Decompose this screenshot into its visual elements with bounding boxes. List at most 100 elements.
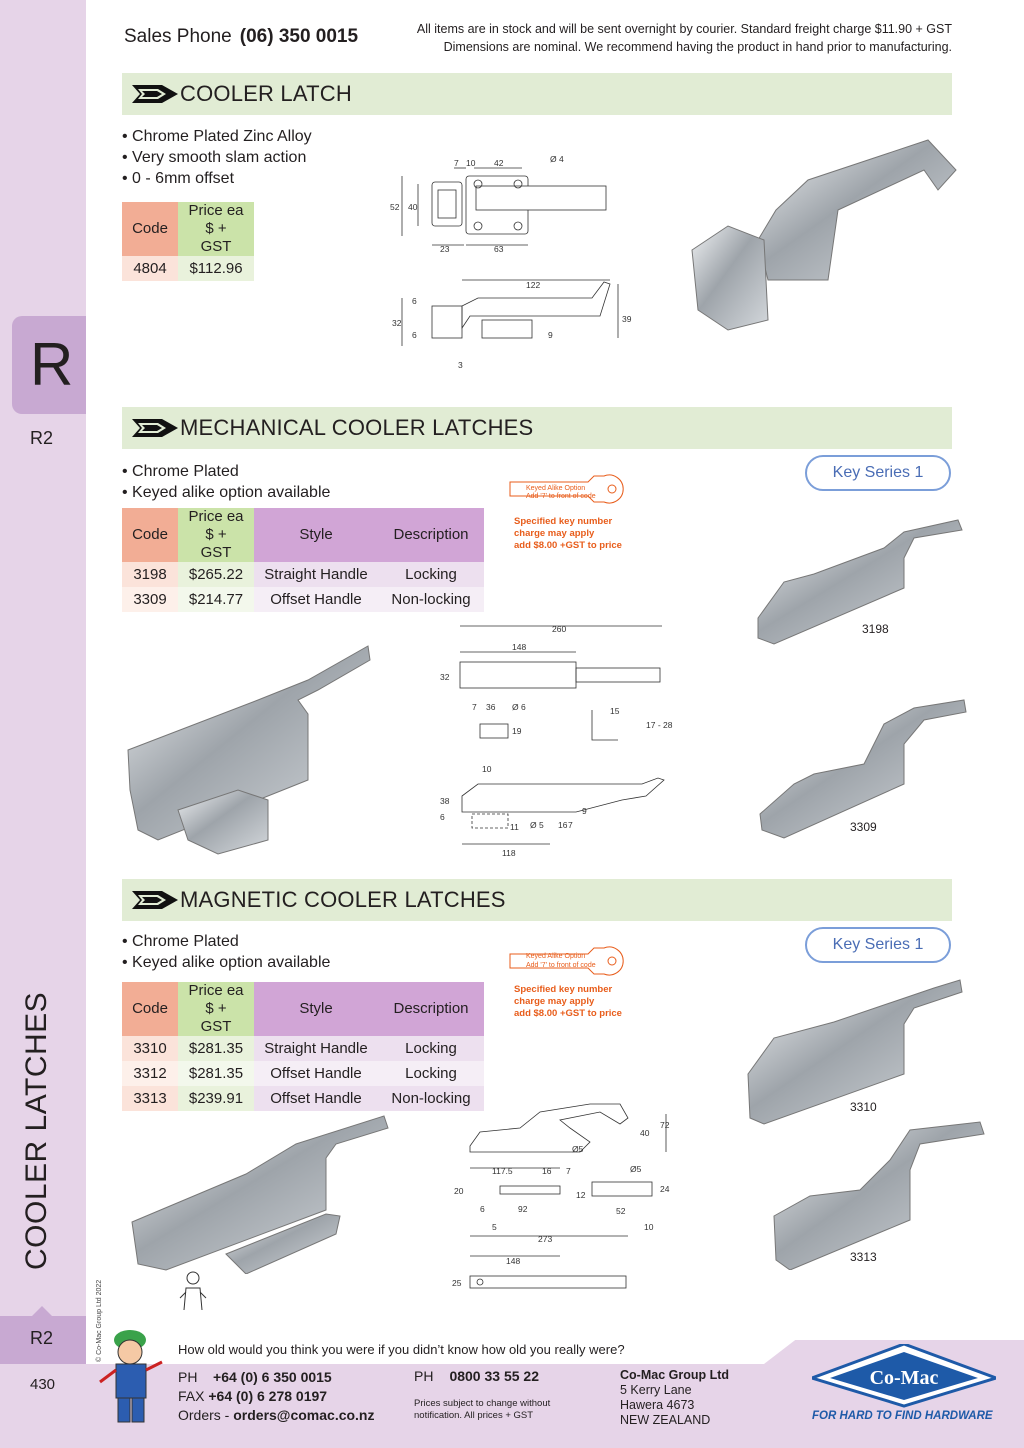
col-description: Description bbox=[378, 982, 484, 1036]
section-title: MAGNETIC COOLER LATCHES bbox=[180, 887, 506, 912]
fax-number: +64 (0) 6 278 0197 bbox=[208, 1388, 328, 1404]
table-row: 3198 $265.22 Straight Handle Locking bbox=[122, 562, 484, 587]
dim-label: 38 bbox=[440, 796, 450, 806]
freephone-number[interactable]: 0800 33 55 22 bbox=[449, 1368, 539, 1384]
dim-label: 273 bbox=[538, 1234, 552, 1244]
key-series-button[interactable]: Key Series 1 bbox=[805, 927, 951, 963]
dim-label: Ø5 bbox=[572, 1144, 584, 1154]
dim-label: Ø 5 bbox=[530, 820, 544, 830]
category-title: COOLER LATCHES bbox=[20, 991, 53, 1270]
section-header-mechanical: MECHANICAL COOLER LATCHES bbox=[122, 407, 952, 449]
dim-label: 148 bbox=[512, 642, 526, 652]
cooler-latch-drawing: 7 10 42 Ø 4 52 40 23 63 122 6 32 6 39 9 … bbox=[390, 154, 632, 370]
cooler-latch-photo bbox=[691, 139, 957, 331]
magnetic-latch-photo bbox=[131, 1115, 389, 1274]
dim-label: 32 bbox=[392, 318, 402, 328]
key-series-button[interactable]: Key Series 1 bbox=[805, 455, 951, 491]
col-style: Style bbox=[254, 982, 378, 1036]
dim-label: 7 bbox=[568, 820, 573, 830]
section-code: R2 bbox=[30, 428, 54, 448]
tagline: FOR HARD TO FIND HARDWARE bbox=[812, 1410, 993, 1422]
keyed-note: Specified key number charge may apply ad… bbox=[514, 984, 622, 1019]
cell-price: $281.35 bbox=[178, 1036, 254, 1061]
cell-description: Locking bbox=[378, 1061, 484, 1086]
cell-code: 3198 bbox=[122, 562, 178, 587]
feature-list: • Chrome Plated • Keyed alike option ava… bbox=[122, 461, 330, 503]
feature-list: • Chrome Plated • Keyed alike option ava… bbox=[122, 931, 330, 973]
section-title: MECHANICAL COOLER LATCHES bbox=[180, 415, 534, 440]
keyed-tag-1: Keyed Alike Option bbox=[526, 485, 586, 492]
feature-item: • Keyed alike option available bbox=[122, 954, 331, 971]
dim-label: 6 bbox=[440, 812, 445, 822]
company-name: Co-Mac Group Ltd bbox=[620, 1368, 730, 1382]
mechanical-latch-drawing: 260 148 32 7 36 Ø 6 19 10 15 17 - 28 38 … bbox=[440, 624, 673, 858]
col-price: Price ea$ + GST bbox=[178, 982, 254, 1036]
dim-label: 260 bbox=[552, 624, 566, 634]
dim-label: Ø 4 bbox=[550, 154, 564, 164]
feature-item: • Chrome Plated bbox=[122, 463, 239, 480]
page-number: 430 bbox=[30, 1376, 56, 1393]
cell-code: 3309 bbox=[122, 587, 178, 612]
dim-label: Ø 6 bbox=[512, 702, 526, 712]
address: Co-Mac Group Ltd 5 Kerry Lane Hawera 467… bbox=[620, 1368, 730, 1427]
table-row: 3309 $214.77 Offset Handle Non-locking bbox=[122, 587, 484, 612]
dim-label: 52 bbox=[616, 1206, 626, 1216]
cell-style: Offset Handle bbox=[254, 587, 378, 612]
prices-note: Prices subject to change without notific… bbox=[414, 1398, 551, 1421]
product-label: 3310 bbox=[850, 1100, 877, 1114]
dim-label: Ø5 bbox=[630, 1164, 642, 1174]
keyed-note: Specified key number charge may apply ad… bbox=[514, 516, 622, 551]
cell-code: 4804 bbox=[122, 256, 178, 281]
dim-label: 32 bbox=[440, 672, 450, 682]
dim-label: 40 bbox=[408, 202, 418, 212]
cell-description: Non-locking bbox=[378, 1086, 484, 1111]
table-row: 3313 $239.91 Offset Handle Non-locking bbox=[122, 1086, 484, 1111]
orders-email[interactable]: orders@comac.co.nz bbox=[233, 1407, 375, 1423]
dim-label: 7 bbox=[472, 702, 477, 712]
feature-item: • Very smooth slam action bbox=[122, 149, 307, 166]
dim-label: 25 bbox=[452, 1278, 462, 1288]
dim-label: 23 bbox=[440, 244, 450, 254]
orders-label: Orders - bbox=[178, 1407, 230, 1423]
keyed-tag-2: Add '7' to front of code bbox=[526, 493, 596, 500]
dim-label: 19 bbox=[512, 726, 522, 736]
dim-label: 3 bbox=[458, 360, 463, 370]
sidebar bbox=[0, 0, 86, 1448]
dimensions-note: Dimensions are nominal. We recommend hav… bbox=[443, 40, 952, 54]
dim-label: 7 bbox=[566, 1166, 571, 1176]
col-code: Code bbox=[122, 202, 178, 256]
dim-label: 16 bbox=[558, 820, 568, 830]
product-3313-photo bbox=[773, 1121, 985, 1270]
cell-style: Offset Handle bbox=[254, 1086, 378, 1111]
cell-description: Non-locking bbox=[378, 587, 484, 612]
feature-item: • Chrome Plated bbox=[122, 933, 239, 950]
cell-price: $239.91 bbox=[178, 1086, 254, 1111]
mascot-icon bbox=[99, 1330, 163, 1423]
arrow-icon bbox=[132, 419, 178, 437]
comac-logo[interactable]: Co-Mac bbox=[812, 1344, 996, 1408]
product-3198-photo bbox=[757, 519, 963, 645]
feature-item: • 0 - 6mm offset bbox=[122, 170, 235, 187]
dim-label: 63 bbox=[494, 244, 504, 254]
cell-code: 3313 bbox=[122, 1086, 178, 1111]
freight-note: All items are in stock and will be sent … bbox=[416, 22, 952, 36]
dim-label: 52 bbox=[390, 202, 400, 212]
phone-number[interactable]: +64 (0) 6 350 0015 bbox=[213, 1369, 332, 1385]
cell-style: Offset Handle bbox=[254, 1061, 378, 1086]
cell-code: 3312 bbox=[122, 1061, 178, 1086]
dim-label: 9 bbox=[548, 330, 553, 340]
section-header-cooler-latch: COOLER LATCH bbox=[122, 73, 952, 115]
sales-label: Sales Phone bbox=[124, 26, 232, 47]
cell-style: Straight Handle bbox=[254, 562, 378, 587]
table-row: 3310 $281.35 Straight Handle Locking bbox=[122, 1036, 484, 1061]
col-description: Description bbox=[378, 508, 484, 562]
sales-phone-number[interactable]: (06) 350 0015 bbox=[239, 26, 359, 47]
arrow-icon bbox=[132, 891, 178, 909]
ph-label: PH bbox=[178, 1369, 198, 1385]
product-label: 3313 bbox=[850, 1250, 877, 1264]
dim-label: 6 bbox=[412, 296, 417, 306]
product-3310-photo bbox=[747, 979, 963, 1125]
keyed-tag-2: Add '7' to front of code bbox=[526, 962, 596, 969]
section-tab[interactable] bbox=[12, 316, 86, 414]
